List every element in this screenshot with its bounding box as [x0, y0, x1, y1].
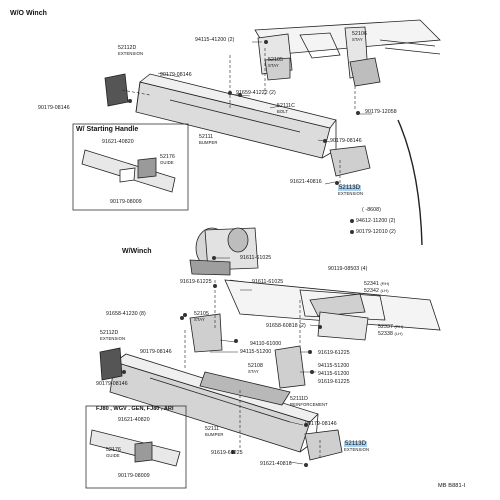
part-91659-41222[interactable]: 91659-41222 (2) — [236, 90, 276, 96]
lower-frame — [224, 279, 441, 341]
part-91611-61025[interactable]: 91611-61025 — [240, 255, 272, 261]
part-90179-08146-bottom-b[interactable]: 90179-08146 — [96, 381, 128, 387]
part-90119-08503[interactable]: 90119-08503 (4) — [328, 266, 368, 272]
part-94115-41200[interactable]: 94115-41200 (2) — [195, 37, 235, 43]
section-title-wo-winch: W/O Winch — [10, 10, 47, 17]
lower-left-extension — [99, 347, 123, 381]
part-90179-08146-top-c[interactable]: 90179-08146 — [330, 138, 362, 144]
section-title-fj80: FJ80 , WGV . GEN, FJ80 , ARI — [96, 406, 174, 412]
winch-stay-mid — [274, 345, 306, 389]
part-94115-51200[interactable]: 94115-51200 — [240, 349, 272, 355]
part-90179-08146-top-a[interactable]: 90179-08146 — [160, 72, 192, 78]
part-90179-08146-bottom-a[interactable]: 90179-08146 — [140, 349, 172, 355]
fj80-inset — [85, 405, 187, 489]
part-52338[interactable]: 52338 (LH) — [378, 331, 403, 337]
date-tag: ( -8608) — [362, 207, 381, 213]
part-90179-08009-fj80[interactable]: 90179-08009 — [118, 473, 150, 479]
winch-stay-left — [189, 313, 223, 353]
part-94612-11200[interactable]: 94612-11200 (2) — [356, 218, 396, 224]
starting-handle-inset — [72, 123, 189, 211]
part-52342[interactable]: 52342 (LH) — [364, 288, 389, 294]
part-91621-40816-bottom[interactable]: 91621-40816 — [260, 461, 292, 467]
diagram-code: MB B881-I — [438, 483, 466, 489]
part-91658-60818[interactable]: 91658-60818 (2) — [266, 323, 306, 329]
part-91611-61025-b[interactable]: 91611-61025 — [252, 279, 284, 285]
winch-unit — [189, 227, 259, 276]
top-left-extension — [104, 73, 129, 107]
part-52337[interactable]: 52337 (RH) — [378, 324, 404, 330]
top-bumper — [135, 73, 337, 159]
lower-right-extension — [304, 429, 343, 461]
part-91621-40816-top[interactable]: 91621-40816 — [290, 179, 322, 185]
top-right-extension — [329, 145, 371, 177]
part-90179-08009-handle[interactable]: 90179-08009 — [110, 199, 142, 205]
part-94115-61200[interactable]: 94115-61200 — [318, 371, 350, 377]
part-91619-61225-d[interactable]: 91619-61225 — [211, 450, 243, 456]
part-91658-41230[interactable]: 91658-41230 (8) — [106, 311, 146, 317]
part-94110-61000[interactable]: 94110-61000 — [250, 341, 282, 347]
part-90179-08146-bottom-c[interactable]: 90179-08146 — [305, 421, 337, 427]
reinforcement — [199, 371, 291, 406]
part-91619-61225-a[interactable]: 91619-61225 — [180, 279, 212, 285]
part-91619-61225-b[interactable]: 91619-61225 — [318, 350, 350, 356]
section-title-starting-handle: W/ Starting Handle — [76, 126, 139, 133]
part-90179-12010[interactable]: 90179-12010 (2) — [356, 229, 396, 235]
part-91621-40820-handle[interactable]: 91621-40820 — [102, 139, 134, 145]
part-94115-51200-b[interactable]: 94115-51200 — [318, 363, 350, 369]
body-curve — [397, 119, 423, 246]
part-90179-08146-top-b[interactable]: 90179-08146 — [38, 105, 70, 111]
part-90179-12058[interactable]: 90179-12058 — [365, 109, 397, 115]
part-52341[interactable]: 52341 (RH) — [364, 281, 390, 287]
section-title-w-winch: W/Winch — [122, 248, 152, 255]
part-91619-61225-c[interactable]: 91619-61225 — [318, 379, 350, 385]
top-frame — [254, 19, 441, 87]
part-91621-40820-fj80[interactable]: 91621-40820 — [118, 417, 150, 423]
